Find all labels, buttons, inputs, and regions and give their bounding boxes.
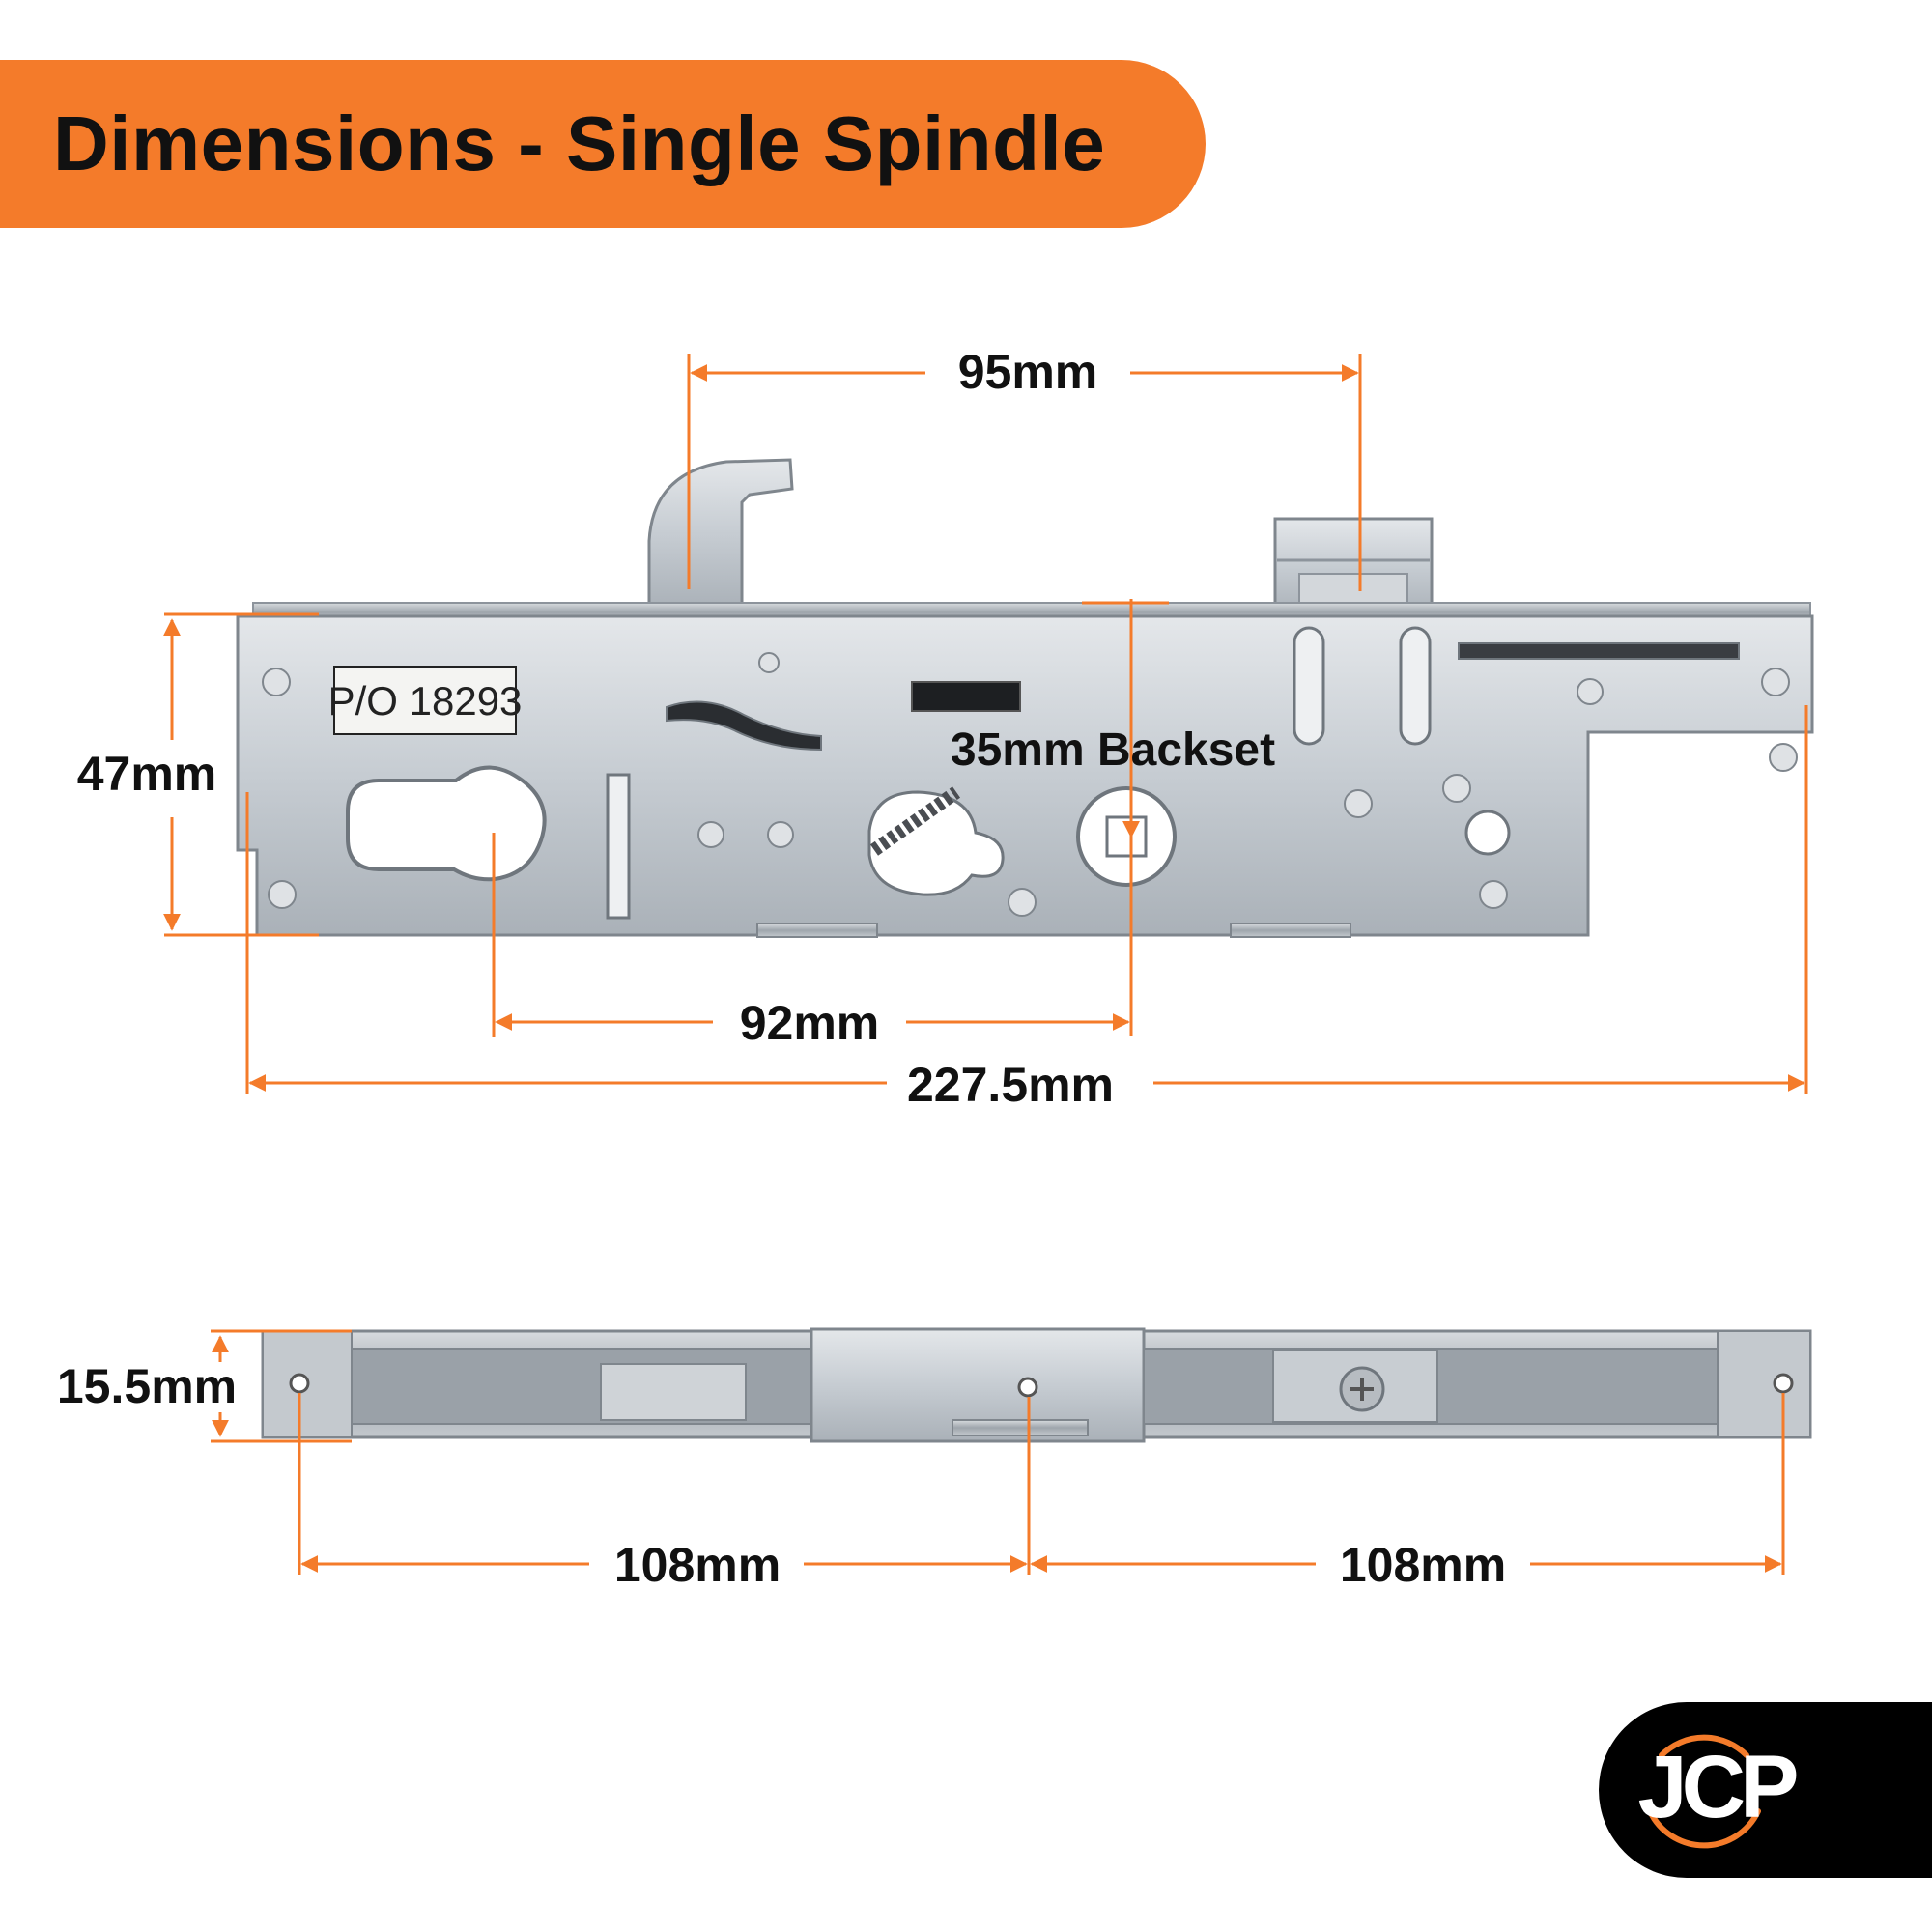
- hole-right: [1464, 810, 1511, 856]
- dimension-keyhole-to-spindle: 92mm: [740, 996, 880, 1050]
- dimension-left-fixing-to-centre: 108mm: [614, 1538, 781, 1592]
- dimension-hook-to-latch: 95mm: [958, 345, 1098, 399]
- faceplate-cam-block: [600, 1363, 747, 1421]
- dimension-lines-edge: [211, 1329, 1785, 1575]
- label-plate-text: P/O 18293: [328, 678, 523, 724]
- faceplate-right-end: [1717, 1330, 1811, 1438]
- keyhole-cutout: [346, 765, 547, 882]
- fixing-hole-left: [289, 1373, 310, 1394]
- bottom-tab-right: [1230, 923, 1351, 938]
- vertical-slot-right-a: [1293, 626, 1325, 746]
- title-banner: Dimensions - Single Spindle: [0, 60, 1206, 228]
- dimension-lines-front: [163, 354, 1808, 1094]
- latch-bolt: [1273, 517, 1434, 617]
- dimension-centre-to-right-fixing: 108mm: [1340, 1538, 1506, 1592]
- cam-slot: [666, 700, 822, 752]
- dimension-height: 47mm: [77, 747, 217, 801]
- rect-window: [911, 681, 1021, 712]
- brand-logo-text: JCP: [1637, 1737, 1800, 1836]
- hook-bolt: [647, 458, 794, 611]
- label-plate-border: [333, 666, 517, 735]
- bottom-tab-left: [756, 923, 878, 938]
- spring-cutout: [867, 790, 1005, 896]
- lock-body-front-view: P/O 18293: [236, 458, 1814, 938]
- vertical-slot-right-b: [1399, 626, 1432, 746]
- dimension-faceplate-depth: 15.5mm: [57, 1359, 237, 1413]
- dimension-backset: 35mm Backset: [951, 724, 1275, 776]
- vertical-slot-left: [606, 773, 631, 920]
- spindle-square: [1105, 815, 1148, 858]
- horizontal-slot: [1458, 642, 1740, 660]
- page-title: Dimensions - Single Spindle: [53, 100, 1106, 186]
- rivets: [262, 652, 1798, 917]
- fixing-hole-right: [1773, 1373, 1794, 1394]
- lock-faceplate-edge-view: [261, 1327, 1812, 1443]
- fixing-hole-centre: [1017, 1377, 1038, 1398]
- brand-logo-ring-icon: [1636, 1720, 1772, 1856]
- spring-coil: [869, 786, 961, 856]
- faceplate-bottom-tab: [952, 1419, 1089, 1436]
- dimension-overall-length: 227.5mm: [907, 1058, 1114, 1112]
